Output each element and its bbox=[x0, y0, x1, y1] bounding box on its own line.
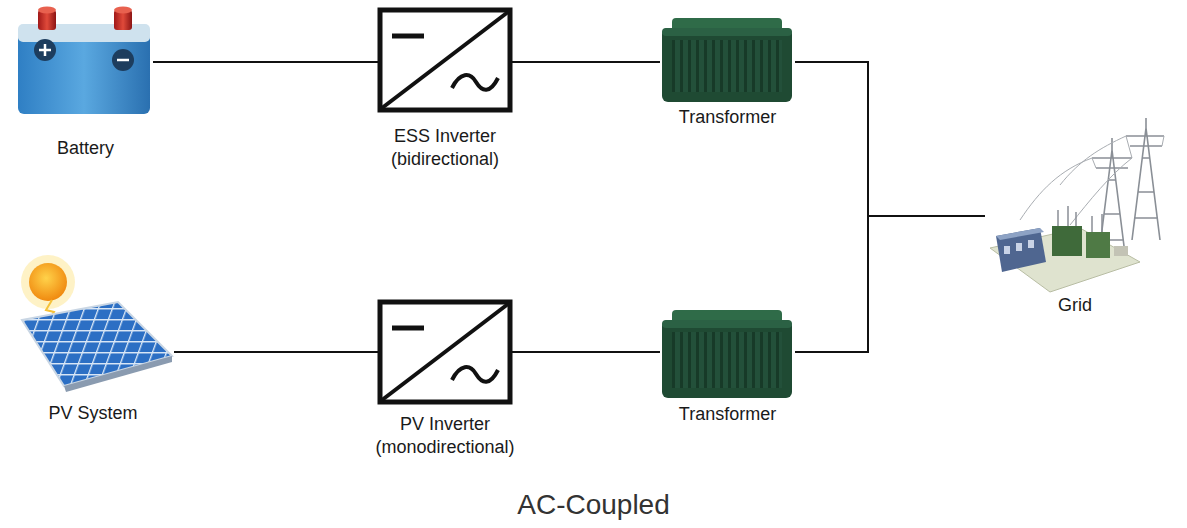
component-label: PV Inverter (monodirectional) bbox=[355, 413, 535, 459]
power-line bbox=[795, 62, 985, 216]
power-line bbox=[174, 351, 378, 353]
transformer-node: Transformer bbox=[660, 18, 795, 129]
transformer-icon bbox=[662, 310, 792, 398]
inverter-symbol bbox=[380, 302, 510, 402]
battery-icon bbox=[18, 7, 150, 115]
component-label: Transformer bbox=[638, 106, 818, 129]
power-line bbox=[153, 61, 378, 63]
component-label: ESS Inverter (bidirectional) bbox=[355, 125, 535, 171]
component-label: Grid bbox=[985, 294, 1165, 317]
component-label: Transformer bbox=[638, 403, 818, 426]
component-label: Battery bbox=[0, 137, 176, 160]
inverter-symbol bbox=[380, 10, 510, 110]
substation-icon bbox=[990, 206, 1140, 292]
battery-node: Battery bbox=[18, 8, 153, 160]
inverter-node: PV Inverter (monodirectional) bbox=[378, 300, 512, 459]
transformer-icon bbox=[662, 18, 792, 102]
pv-system-node: PV System bbox=[12, 255, 174, 425]
transformer-node: Transformer bbox=[660, 310, 795, 426]
power-line bbox=[512, 351, 660, 353]
diagram-caption: AC-Coupled bbox=[0, 488, 1187, 522]
power-line bbox=[512, 61, 660, 63]
component-label: PV System bbox=[3, 402, 183, 425]
pv-panel-icon bbox=[21, 255, 172, 392]
power-line bbox=[795, 216, 985, 352]
grid-node: Grid bbox=[985, 120, 1165, 317]
inverter-node: ESS Inverter (bidirectional) bbox=[378, 8, 512, 171]
